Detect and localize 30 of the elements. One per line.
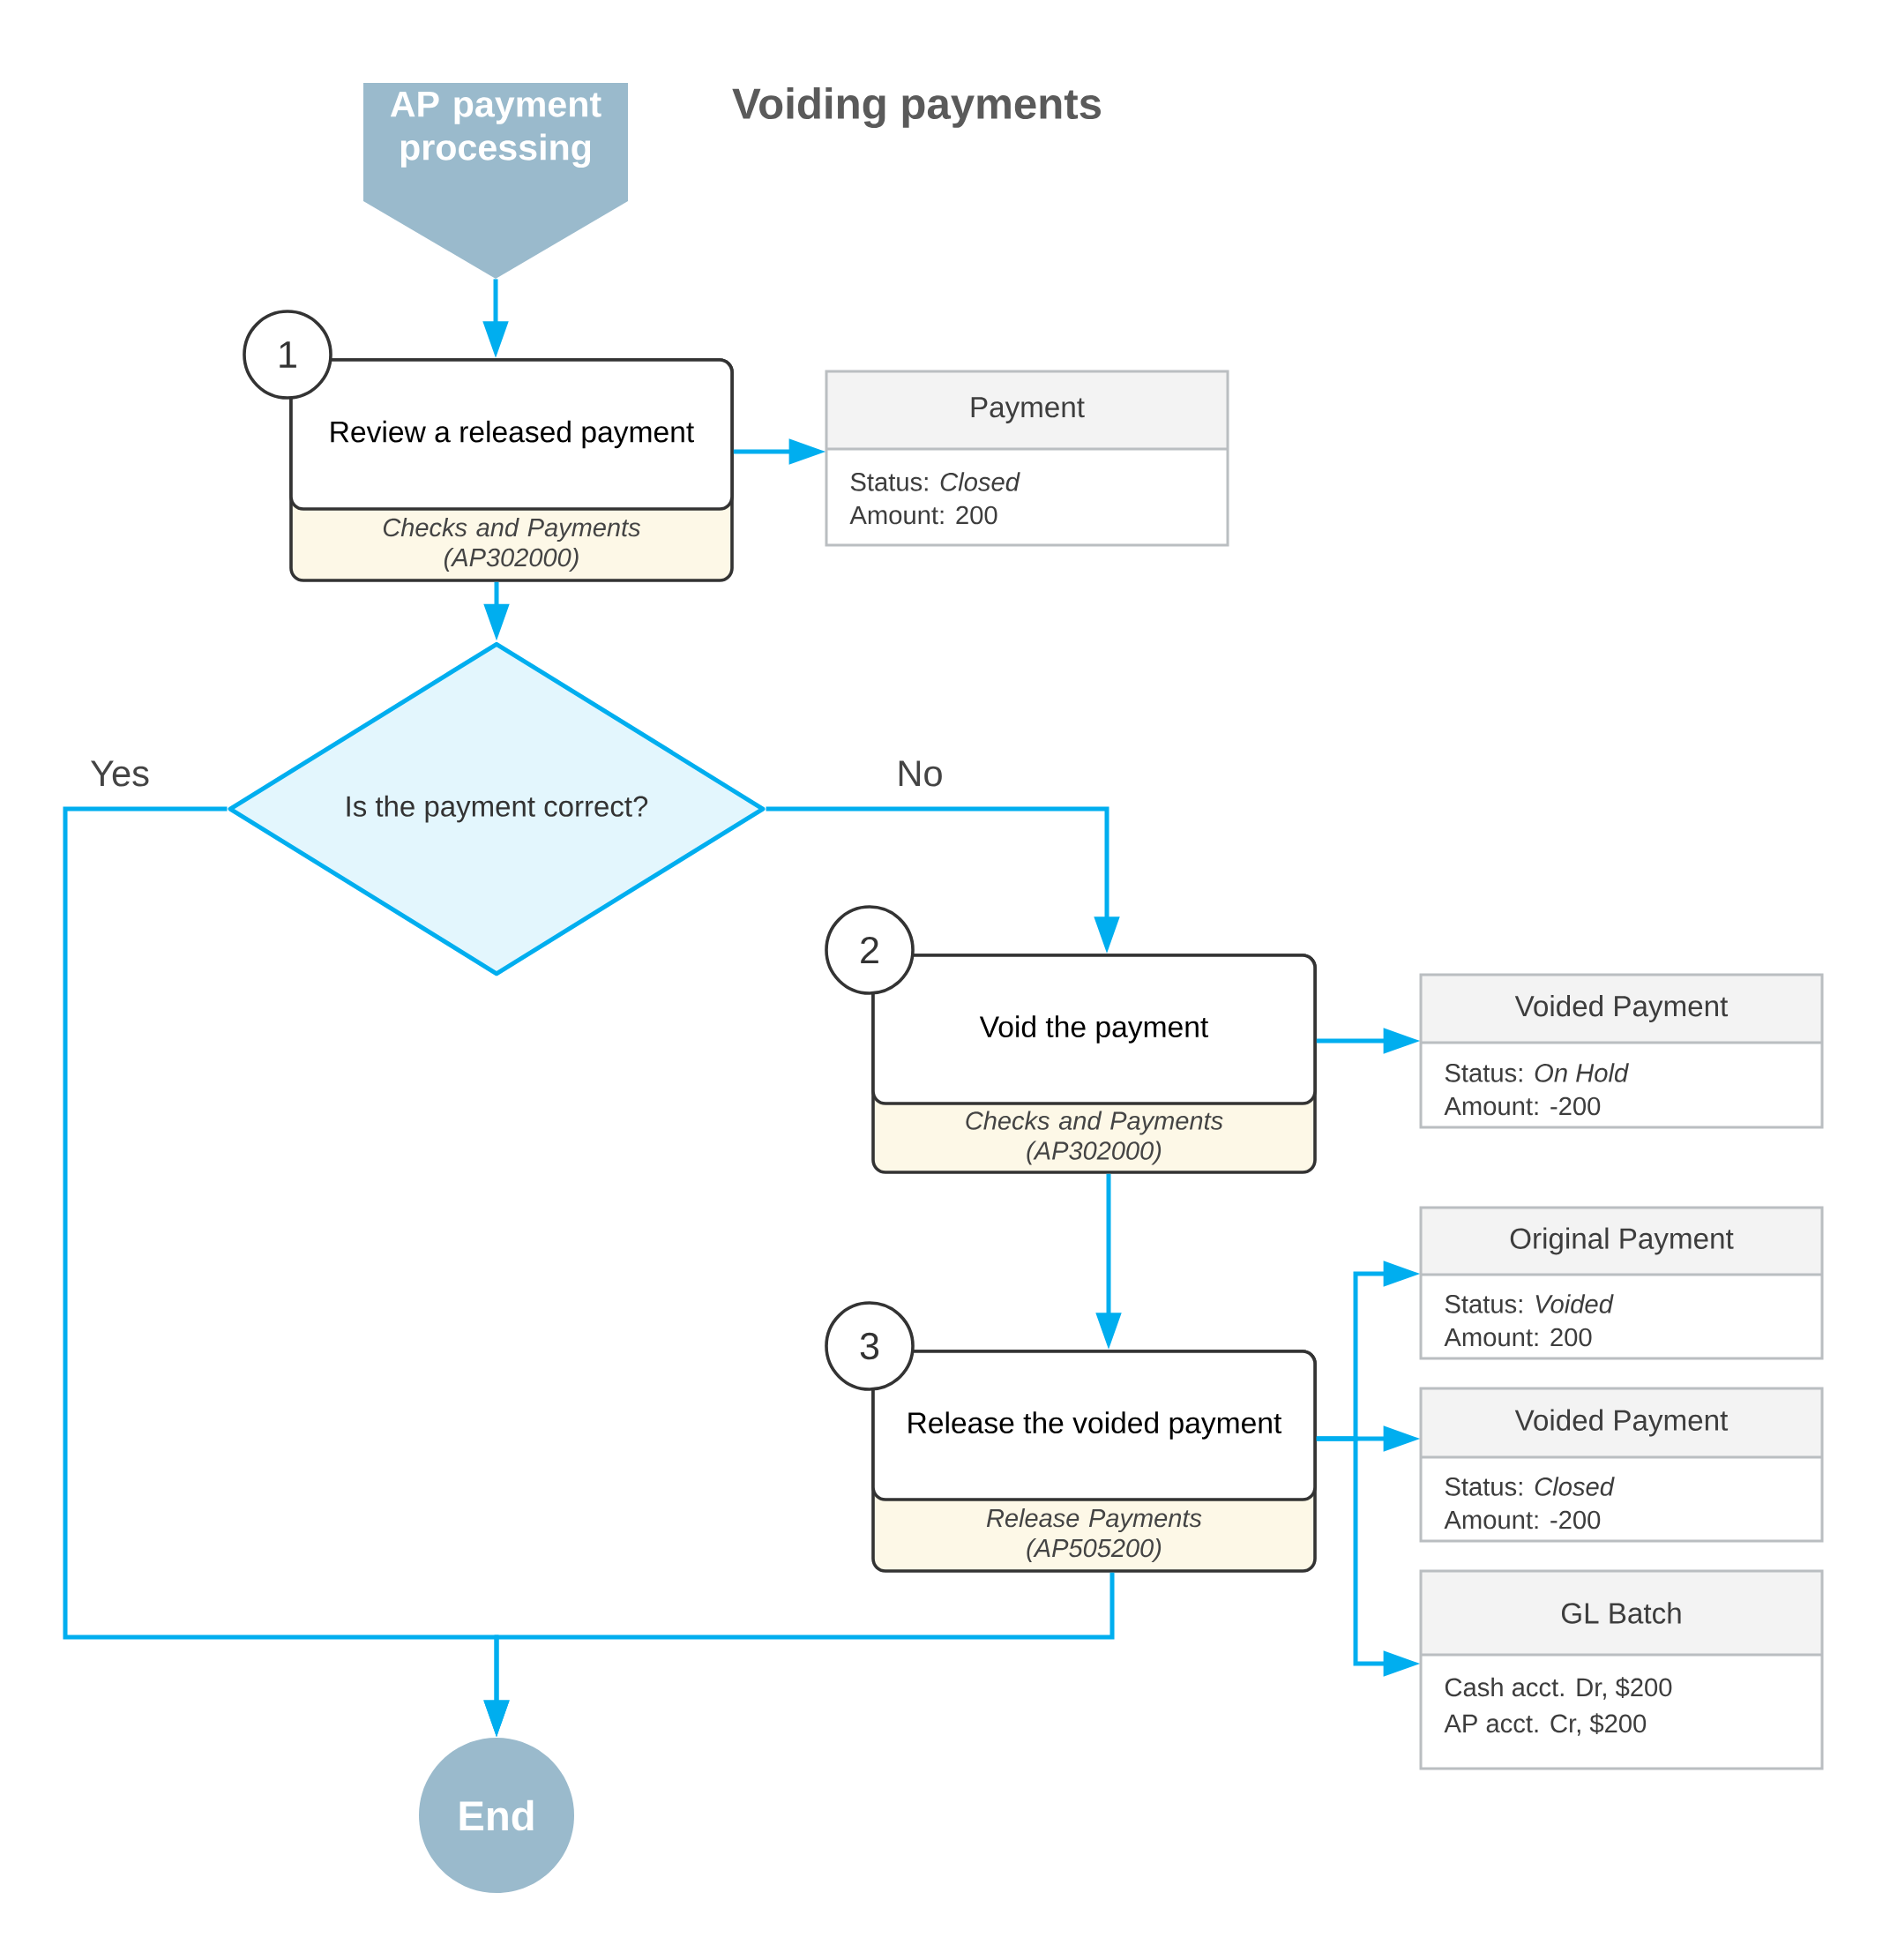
- record-card: [825, 370, 1229, 547]
- card-title: Payment: [971, 397, 1085, 423]
- step-number: 2: [825, 905, 915, 995]
- title: Voiding payments: [732, 86, 1102, 129]
- field-text: Status: Closed: [1445, 1477, 1615, 1496]
- field-text: Amount: -200: [1444, 1096, 1601, 1116]
- screen-caption: Checks and Payments (AP302000): [966, 1111, 1223, 1165]
- card-title: Voided Payment: [1514, 995, 1729, 1022]
- record-card: [1419, 973, 1824, 1129]
- card-title: GL Batch: [1562, 1602, 1681, 1624]
- field-text: Amount: 200: [1444, 1328, 1592, 1347]
- edge-label: Yes: [86, 757, 153, 790]
- step-number: 3: [825, 1301, 915, 1391]
- field-text: Amount: 200: [849, 505, 997, 525]
- field-text: AP acct. Cr, $200: [1444, 1713, 1647, 1736]
- record-card: [1419, 1569, 1824, 1770]
- screen-caption: Checks and Payments (AP302000): [383, 518, 641, 572]
- field-text: Status: On Hold: [1445, 1063, 1629, 1082]
- field-text: Status: Closed: [850, 472, 1020, 491]
- start-banner: AP payment processing: [363, 83, 628, 279]
- card-title: Voided Payment: [1514, 1409, 1729, 1437]
- field-text: Status: Voided: [1445, 1294, 1614, 1313]
- screen-caption: Release Payments (AP505200): [986, 1508, 1202, 1563]
- edge-label: No: [893, 757, 947, 790]
- card-title: Original Payment: [1510, 1227, 1734, 1255]
- field-text: Cash acct. Dr, $200: [1445, 1677, 1672, 1700]
- step-number: 1: [243, 310, 332, 400]
- field-text: Amount: -200: [1444, 1510, 1601, 1530]
- record-card: [1419, 1387, 1824, 1543]
- record-card: [1419, 1206, 1824, 1360]
